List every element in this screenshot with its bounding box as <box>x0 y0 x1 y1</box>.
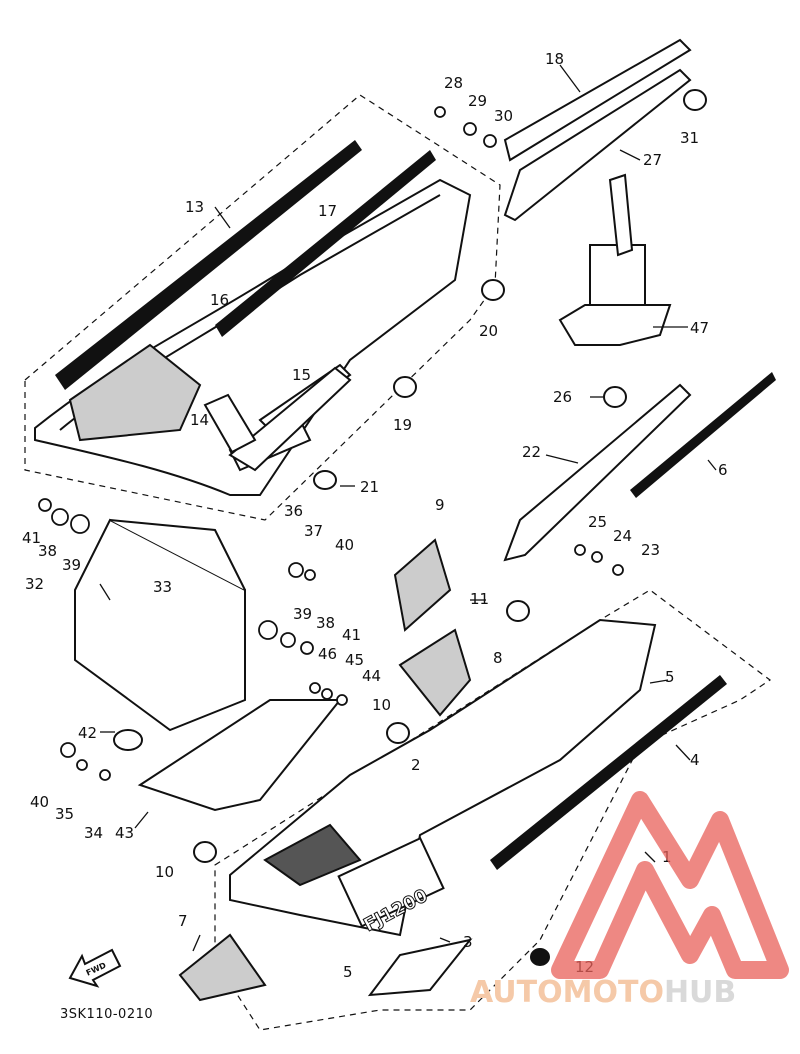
battery-box-part-32 <box>74 518 246 732</box>
side-cover-upper-right-part-18 <box>503 38 692 222</box>
label-part-18: 18 <box>545 50 564 68</box>
drawing-code: 3SK110-0210 <box>60 1007 153 1022</box>
label-part-28: 28 <box>444 74 463 92</box>
leader-lines <box>99 64 717 952</box>
label-part-7: 7 <box>178 912 188 930</box>
label-part-11: 11 <box>470 590 489 608</box>
watermark-logo-icon <box>551 791 789 979</box>
watermark-text-part1: AUTOMOTO <box>470 975 664 1010</box>
inner-panel-part-15 <box>228 366 352 472</box>
label-part-38a: 38 <box>38 542 57 560</box>
label-part-19: 19 <box>393 416 412 434</box>
label-part-20: 20 <box>479 322 498 340</box>
label-part-33: 33 <box>153 578 172 596</box>
watermark-text-part2: HUB <box>664 975 736 1010</box>
label-part-31: 31 <box>680 129 699 147</box>
stripe-part-17 <box>55 140 362 390</box>
label-part-9: 9 <box>435 496 445 514</box>
label-part-37: 37 <box>304 522 323 540</box>
label-part-21: 21 <box>360 478 379 496</box>
label-part-41b: 41 <box>342 626 361 644</box>
label-part-6: 6 <box>718 461 728 479</box>
grommets-part-10-11-19-20 <box>193 279 550 966</box>
label-part-34: 34 <box>84 824 103 842</box>
label-part-32: 32 <box>25 575 44 593</box>
label-part-22: 22 <box>522 443 541 461</box>
label-part-39a: 39 <box>62 556 81 574</box>
label-part-47: 47 <box>690 319 709 337</box>
label-part-2: 2 <box>411 756 421 774</box>
label-part-15: 15 <box>292 366 311 384</box>
label-part-5a: 5 <box>665 668 675 686</box>
label-part-3: 3 <box>463 933 473 951</box>
decal-part-9 <box>393 538 452 632</box>
label-part-23: 23 <box>641 541 660 559</box>
label-part-45: 45 <box>345 651 364 669</box>
label-part-46: 46 <box>318 645 337 663</box>
label-part-10a: 10 <box>372 696 391 714</box>
label-part-25: 25 <box>588 513 607 531</box>
label-part-29: 29 <box>468 92 487 110</box>
label-part-17: 17 <box>318 202 337 220</box>
watermark-text: AUTOMOTOHUB <box>470 975 736 1010</box>
fwd-arrow-icon: FWD <box>68 948 122 988</box>
label-part-36: 36 <box>284 502 303 520</box>
label-part-16: 16 <box>210 291 229 309</box>
decal-part-7 <box>178 933 267 1002</box>
label-part-40b: 40 <box>30 793 49 811</box>
label-part-14: 14 <box>190 411 209 429</box>
relay-bracket-part-47 <box>558 173 672 346</box>
label-part-30: 30 <box>494 107 513 125</box>
label-part-10b: 10 <box>155 863 174 881</box>
grommet-part-26 <box>603 386 627 408</box>
label-part-44: 44 <box>362 667 381 685</box>
stripe-part-4 <box>490 675 727 870</box>
pad-part-14 <box>203 393 257 454</box>
label-part-39b: 39 <box>293 605 312 623</box>
label-part-40a: 40 <box>335 536 354 554</box>
label-part-27: 27 <box>643 151 662 169</box>
label-part-24: 24 <box>613 527 632 545</box>
label-part-35: 35 <box>55 805 74 823</box>
side-cover-right-part-22 <box>503 383 692 562</box>
battery-tray-part-43 <box>137 699 343 812</box>
stripe-part-16 <box>215 150 436 337</box>
decal-part-8 <box>398 628 472 717</box>
lower-side-cover-part-3 <box>229 618 657 997</box>
label-part-38b: 38 <box>316 614 335 632</box>
label-part-5b: 5 <box>343 963 353 981</box>
label-part-43: 43 <box>115 824 134 842</box>
label-part-26: 26 <box>553 388 572 406</box>
label-part-42: 42 <box>78 724 97 742</box>
small-fasteners <box>38 106 624 781</box>
label-part-13: 13 <box>185 198 204 216</box>
label-part-4: 4 <box>690 751 700 769</box>
grommet-part-42 <box>113 729 143 751</box>
label-part-41a: 41 <box>22 529 41 547</box>
dashed-group-outlines <box>24 94 772 1031</box>
grommet-part-31 <box>683 89 707 111</box>
stripe-part-6 <box>630 372 776 498</box>
label-part-8: 8 <box>493 649 503 667</box>
